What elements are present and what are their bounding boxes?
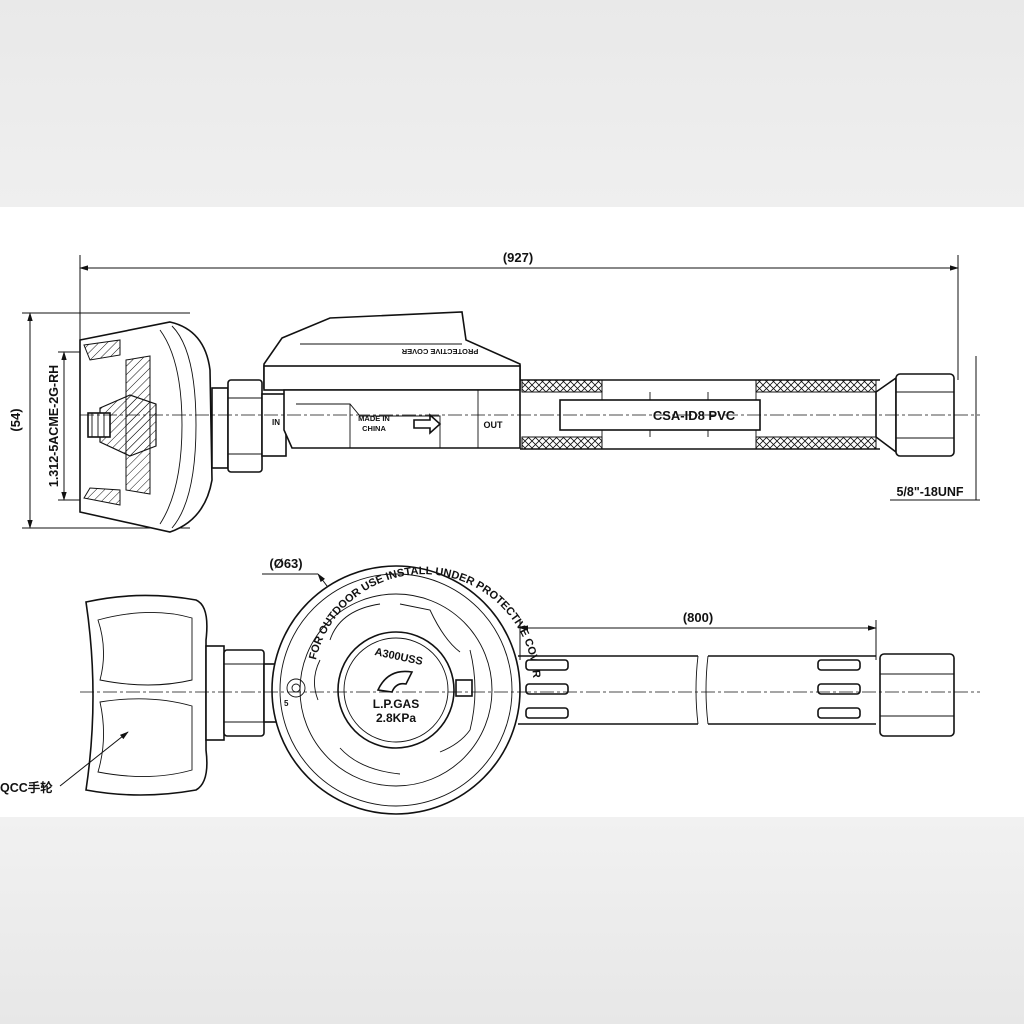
outlet-fitting-plan: [80, 653, 980, 737]
overall-length-dimension: (927): [79, 250, 959, 380]
handwheel-plan: [85, 594, 225, 796]
cover-side-text: PROTECTIVE COVER: [401, 347, 478, 356]
outlet-fitting-side: [80, 373, 980, 457]
overall-length-label: (927): [503, 250, 533, 265]
flow-arrow-icon: [413, 413, 442, 435]
hose-length-label: (800): [683, 610, 713, 625]
port-out-label: OUT: [484, 420, 504, 430]
gas-type-label: L.P.GAS: [373, 697, 419, 711]
outlet-thread-dimension: 5/8"-18UNF: [890, 356, 980, 501]
hose-plan: [518, 652, 876, 728]
handwheel-label: QCC手轮: [0, 780, 53, 795]
overall-height-label: (54): [8, 408, 23, 431]
handwheel-side-section: [79, 321, 213, 533]
plan-view: QCC手轮 (Ø63) FOR OUTDOOR USE INSTA: [0, 556, 980, 815]
inlet-nut-side: [211, 379, 287, 473]
inlet-thread-label: 1.312-5ACME-2G-RH: [47, 365, 61, 487]
made-in-line2: CHINA: [362, 424, 386, 433]
dial-mark: 5: [284, 699, 289, 708]
hose-spec-label: CSA-ID8 PVC: [653, 408, 736, 423]
hose-length-dimension: (800): [519, 610, 877, 660]
outlet-thread-label: 5/8"-18UNF: [896, 485, 963, 499]
pressure-label: 2.8KPa: [376, 711, 416, 725]
regulator-body-side: PROTECTIVE COVER IN MADE IN CHINA OUT: [263, 311, 521, 449]
made-in-line1: MADE IN: [358, 414, 390, 423]
body-diameter-label: (Ø63): [269, 556, 302, 571]
port-in-label: IN: [272, 418, 280, 427]
side-view: (927) (54) 1.312-5ACME-2G-RH: [8, 250, 980, 533]
hose-side: CSA-ID8 PVC: [520, 379, 880, 450]
brand-logo-icon: [376, 670, 414, 693]
regulator-face: FOR OUTDOOR USE INSTALL UNDER PROTECTIVE…: [271, 565, 542, 815]
